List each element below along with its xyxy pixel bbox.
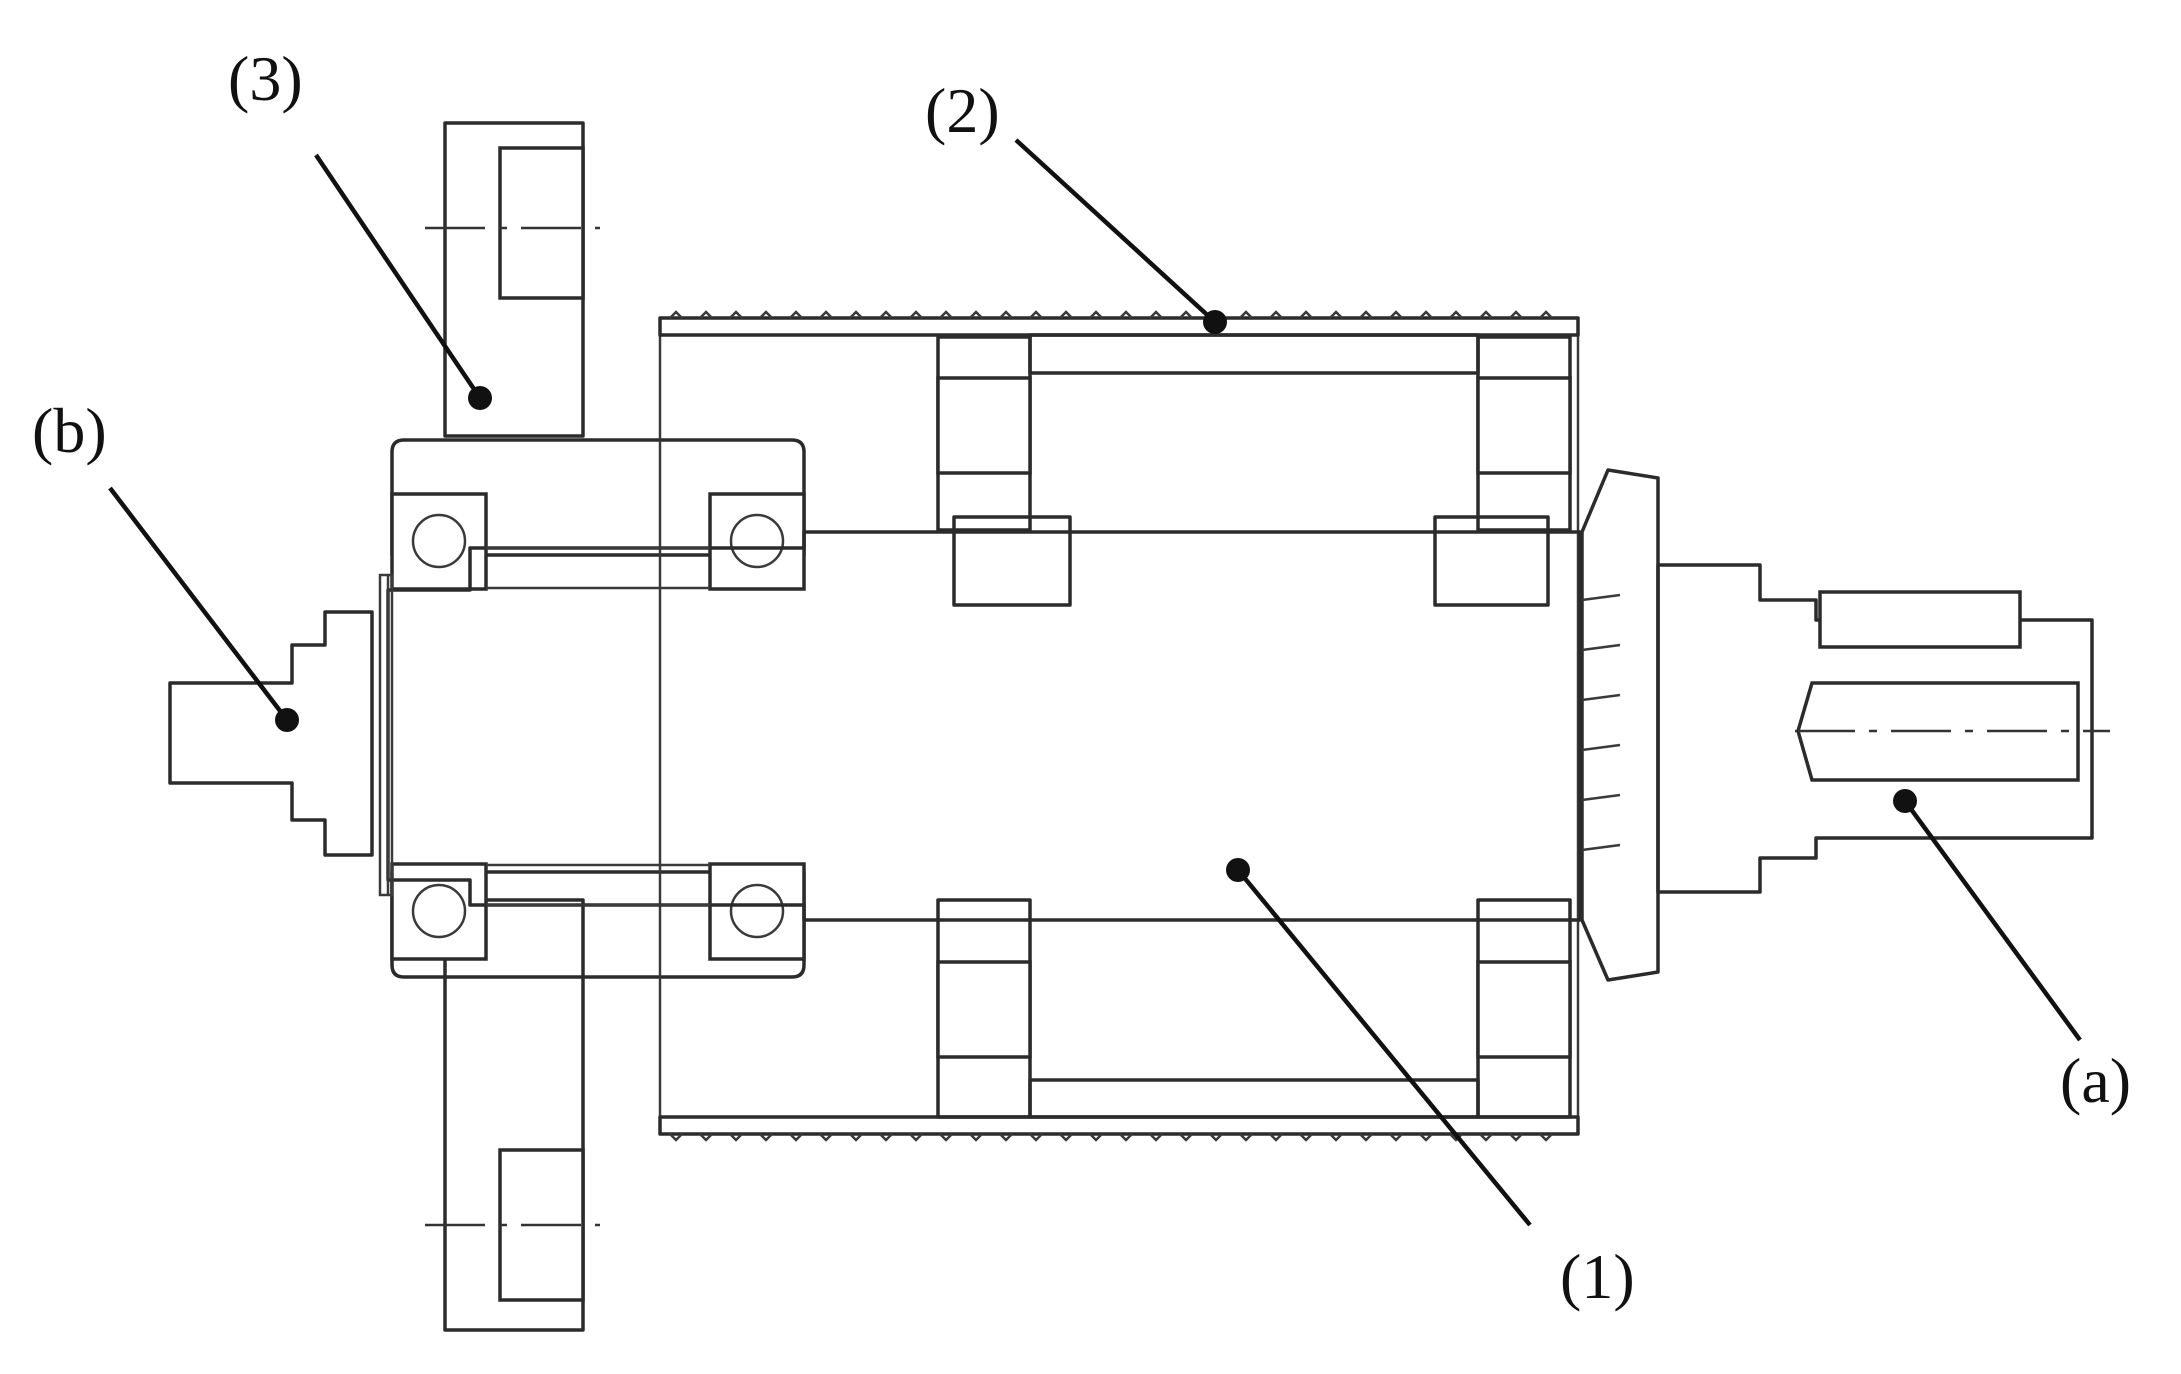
output-shaft [1656,563,2110,894]
leader-a [1893,789,2082,1042]
label-part-a: (a) [2060,1045,2131,1116]
label-part-b: (b) [32,395,107,466]
leader-3 [314,153,492,410]
leader-2 [1014,138,1227,334]
input-shaft-stub [168,610,374,857]
main-shaft [378,530,1582,922]
label-part-3: (3) [228,43,303,114]
leader-b [108,486,299,732]
outer-sleeve [658,310,1580,1142]
label-part-1: (1) [1560,1241,1635,1312]
bevel-gear [1580,468,1660,982]
label-part-2: (2) [925,75,1000,146]
leader-1 [1226,858,1532,1227]
flange-housing [390,121,806,1332]
